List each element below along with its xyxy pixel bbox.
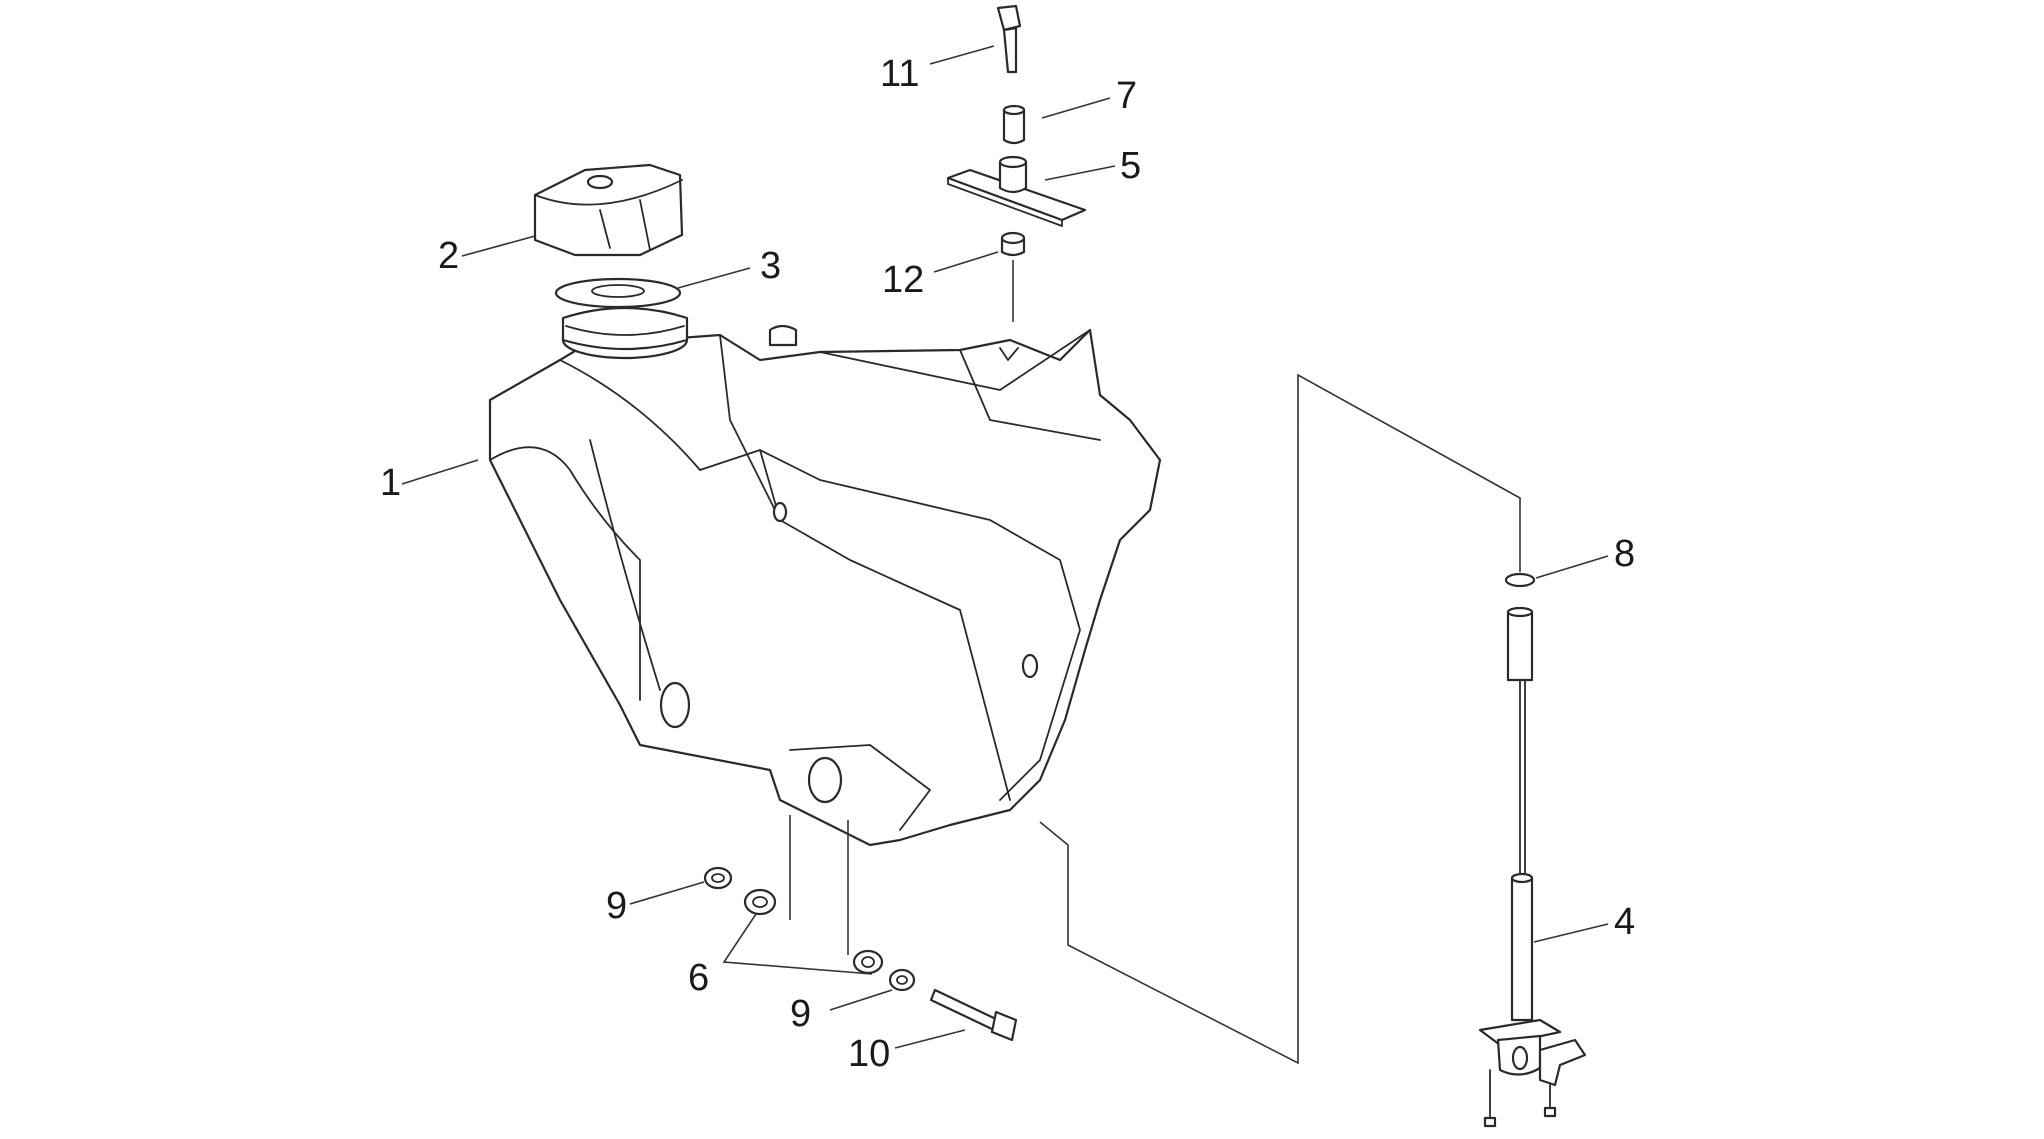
leader-3 xyxy=(677,267,751,289)
leader-6 xyxy=(722,913,873,975)
bolt-lower xyxy=(929,988,1018,1042)
fuel-cap xyxy=(533,163,684,257)
callout-7: 7 xyxy=(1116,75,1137,117)
grommet xyxy=(1000,231,1026,257)
cap-gasket xyxy=(554,277,682,309)
leader-7 xyxy=(1041,97,1111,119)
leader-8 xyxy=(1535,555,1609,579)
leader-2 xyxy=(461,235,536,257)
bolt-top xyxy=(996,4,1022,74)
callout-1: 1 xyxy=(380,462,401,504)
leader-9b xyxy=(829,989,893,1011)
leader-10 xyxy=(894,1029,966,1049)
callout-3: 3 xyxy=(760,245,781,287)
callout-4: 4 xyxy=(1614,901,1635,943)
leader-9a xyxy=(629,881,705,905)
washer-left-upper xyxy=(703,866,733,890)
spacer xyxy=(1002,104,1026,145)
callout-8: 8 xyxy=(1614,533,1635,575)
rubber-mount-left xyxy=(743,888,777,916)
washer-right-lower xyxy=(888,968,916,992)
leader-11 xyxy=(929,45,995,65)
leader-12 xyxy=(933,251,999,273)
callout-10: 10 xyxy=(848,1033,890,1075)
callout-12: 12 xyxy=(882,259,924,301)
callout-5: 5 xyxy=(1120,145,1141,187)
mounting-bracket xyxy=(946,155,1087,227)
callout-6: 6 xyxy=(688,957,709,999)
callout-11: 11 xyxy=(880,53,919,95)
fuel-tank xyxy=(488,306,1162,847)
callout-2: 2 xyxy=(438,235,459,277)
leader-4 xyxy=(1533,923,1609,943)
o-ring xyxy=(1504,572,1536,588)
leader-1 xyxy=(401,459,479,485)
valve-assembly-line xyxy=(1039,373,1521,1065)
callout-9-right: 9 xyxy=(790,993,811,1035)
fuel-valve xyxy=(1478,606,1587,1128)
callout-9-left: 9 xyxy=(606,885,627,927)
leader-5 xyxy=(1044,165,1116,181)
rubber-mount-right xyxy=(852,949,884,975)
